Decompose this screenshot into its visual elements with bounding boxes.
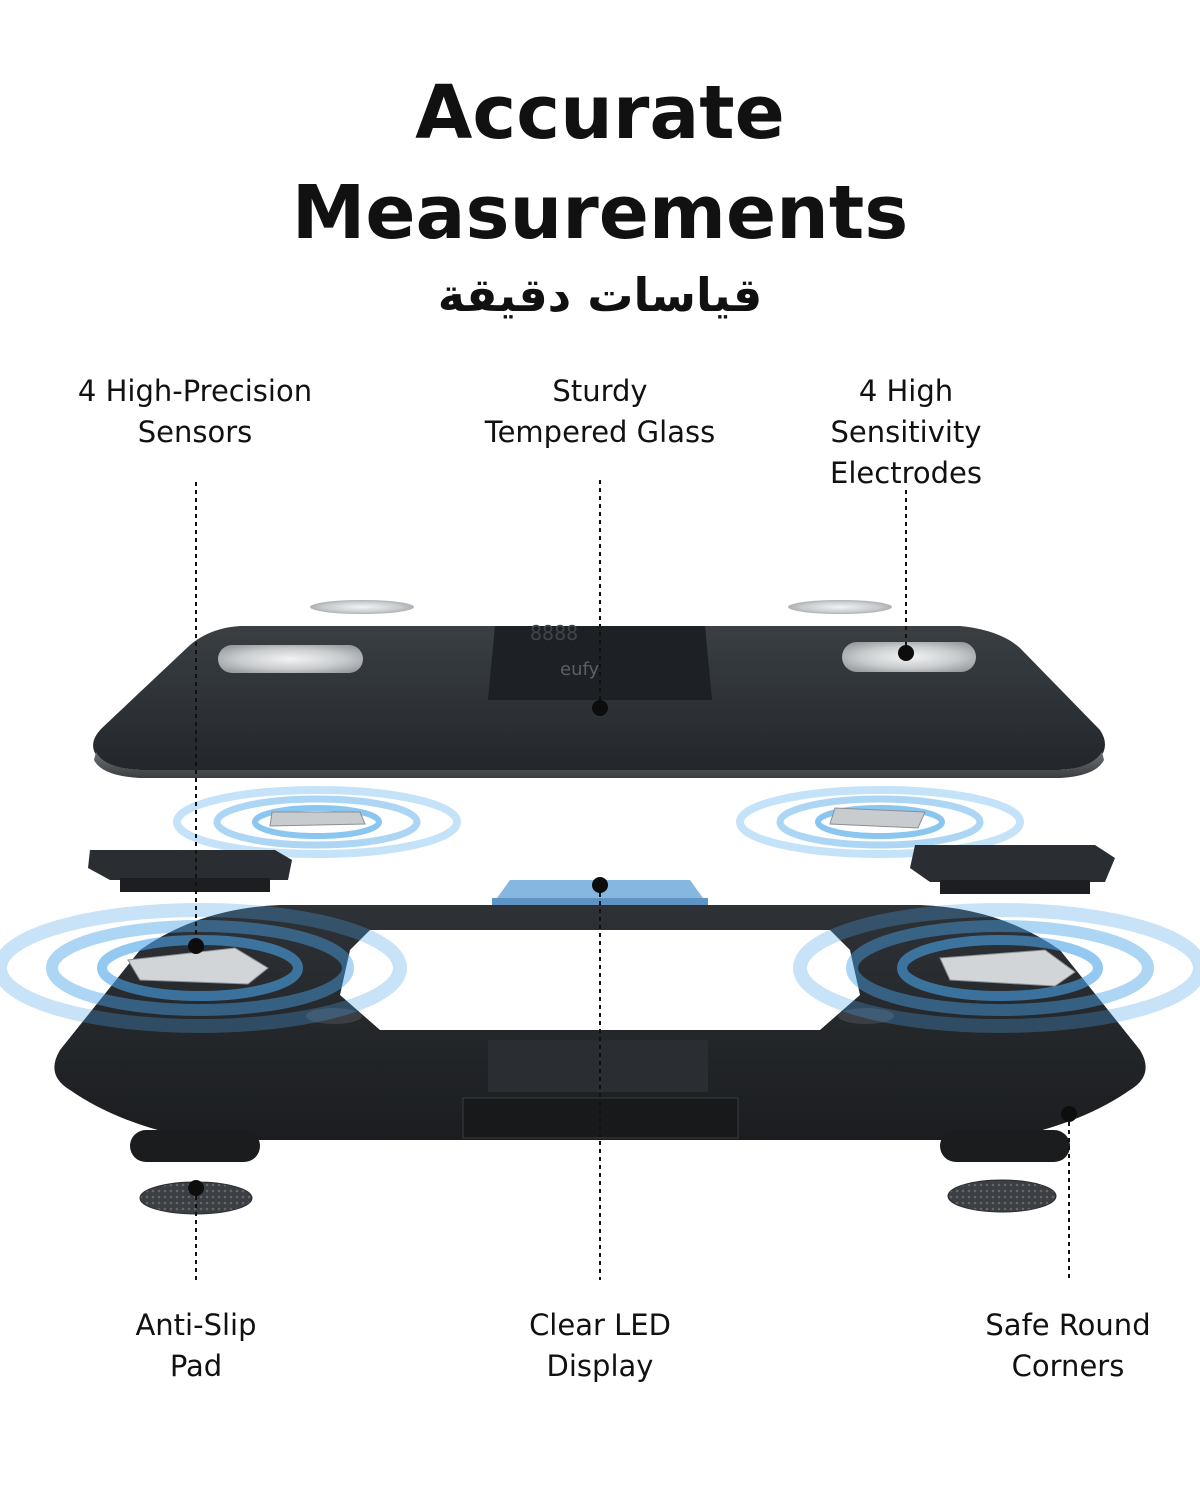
- callout-electrodes-line3: Electrodes: [830, 456, 982, 490]
- leader-lines: [195, 480, 1070, 1280]
- sensor-lower-right: [939, 949, 1076, 987]
- sensor-wave-lower-right: [793, 903, 1200, 1033]
- callout-led-line1: Clear LED: [529, 1308, 671, 1342]
- sensor-wave-upper-right: [736, 786, 1024, 858]
- sensor-upper-right: [829, 807, 926, 829]
- callout-pad-line2: Pad: [169, 1349, 223, 1383]
- callout-corners-line1: Safe Round: [985, 1308, 1151, 1342]
- electrode-detached-left: [310, 600, 414, 614]
- sensor-lower-left: [127, 947, 269, 985]
- callout-led: Clear LED Display: [450, 1305, 750, 1387]
- callout-pad: Anti-Slip Pad: [46, 1305, 346, 1387]
- sensor-upper-left: [269, 811, 366, 827]
- callout-electrodes-line1: 4 High: [858, 374, 954, 408]
- callout-corners: Safe Round Corners: [918, 1305, 1200, 1387]
- callout-glass-line2: Tempered Glass: [484, 415, 716, 449]
- callout-glass: Sturdy Tempered Glass: [450, 371, 750, 453]
- callout-sensors-line1: 4 High-Precision: [77, 374, 313, 408]
- callout-led-line2: Display: [546, 1349, 654, 1383]
- callout-electrodes-line2: Sensitivity: [830, 415, 982, 449]
- dot-corners: [1061, 1106, 1077, 1122]
- dot-sensors: [188, 938, 204, 954]
- callout-electrodes: 4 High Sensitivity Electrodes: [756, 371, 1056, 494]
- callout-glass-line1: Sturdy: [552, 374, 648, 408]
- anti-slip-pad-right: [947, 1179, 1057, 1213]
- electrode-detached-right: [788, 600, 892, 614]
- callout-sensors: 4 High-Precision Sensors: [45, 371, 345, 453]
- corner-bracket-right: [910, 845, 1115, 894]
- title-line-2: Measurements: [291, 170, 909, 256]
- dot-glass: [592, 700, 608, 716]
- title-line-1: Accurate: [415, 70, 785, 156]
- dot-led: [592, 877, 608, 893]
- dot-electrodes: [898, 645, 914, 661]
- foot-left: [130, 1130, 260, 1162]
- electrode-glass-left: [218, 645, 363, 673]
- leader-dots: [188, 645, 1077, 1196]
- corner-bracket-left: [88, 850, 292, 892]
- dot-pad: [188, 1180, 204, 1196]
- callout-sensors-line2: Sensors: [137, 415, 253, 449]
- callout-corners-line2: Corners: [1011, 1349, 1125, 1383]
- display-digits: 8888: [530, 621, 578, 645]
- foot-right: [940, 1130, 1070, 1162]
- callout-pad-line1: Anti-Slip: [135, 1308, 257, 1342]
- title-arabic: قياسات دقيقة: [437, 268, 763, 322]
- sensor-wave-upper-left: [173, 786, 461, 858]
- brand-logo: eufy: [560, 659, 600, 680]
